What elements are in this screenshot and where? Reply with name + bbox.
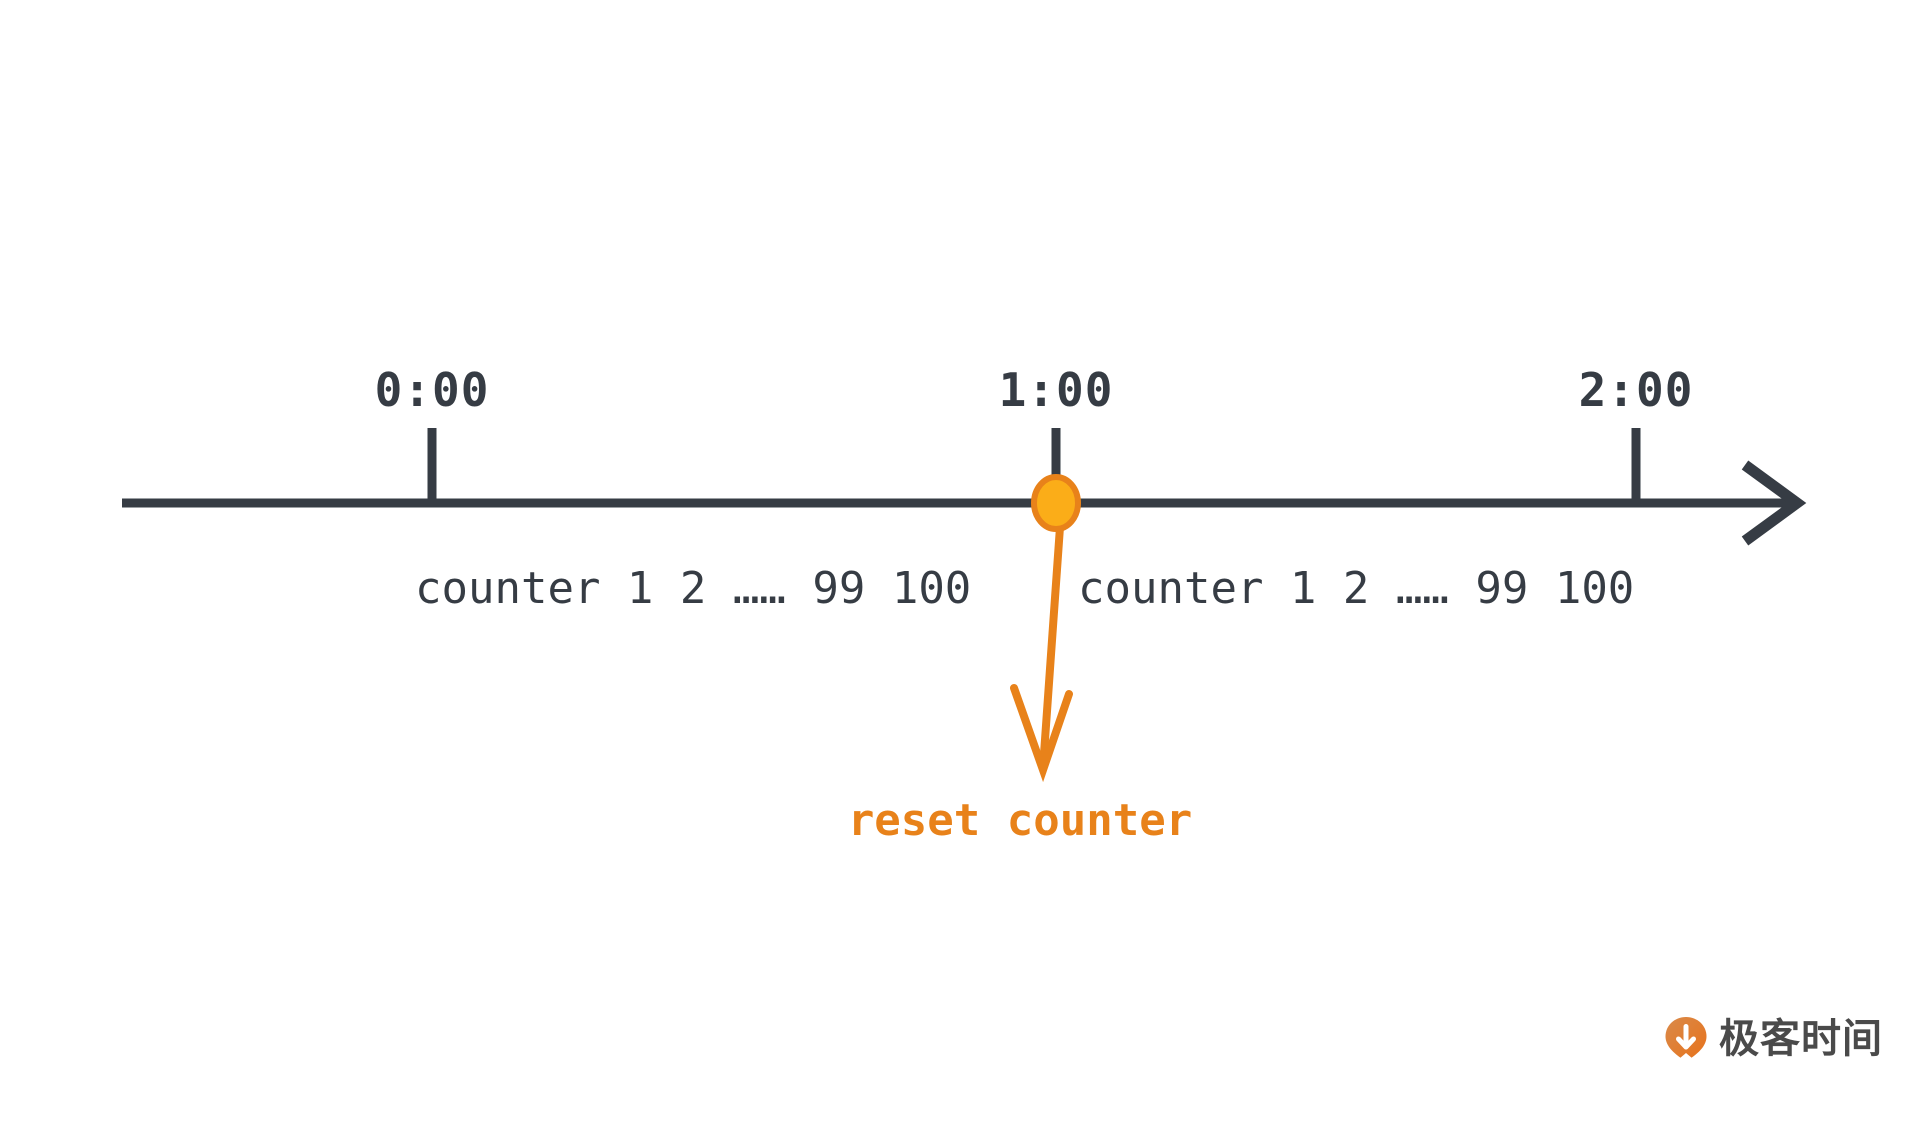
annotation-arrow-icon <box>1039 523 1064 772</box>
tick-label-2: 2:00 <box>1578 363 1694 417</box>
counter-sequence-first: counter 1 2 …… 99 100 <box>415 563 972 614</box>
reset-marker-dot[interactable] <box>1031 474 1081 532</box>
timeline-arrowhead-icon <box>1741 460 1807 546</box>
reset-counter-annotation: reset counter <box>847 795 1193 846</box>
brand-logo: 极客时间 <box>1663 1015 1883 1063</box>
tick-label-0: 0:00 <box>374 363 490 417</box>
counter-sequence-second: counter 1 2 …… 99 100 <box>1078 563 1635 614</box>
annotation-arrowhead-icon <box>1010 684 1073 783</box>
brand-logo-text: 极客时间 <box>1719 1016 1883 1062</box>
geektime-mark-icon <box>1665 1017 1707 1062</box>
tick-label-1: 1:00 <box>998 363 1114 417</box>
